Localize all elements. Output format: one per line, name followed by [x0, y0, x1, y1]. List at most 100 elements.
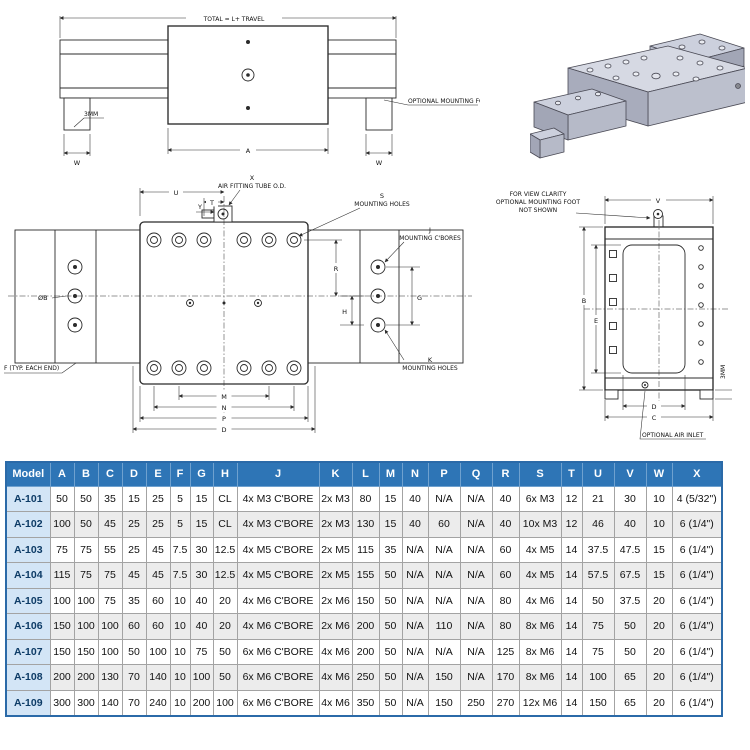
value-cell: 6 (1/4") — [671, 689, 723, 716]
side-view-drawing: TOTAL = L+ TRAVEL 3MM — [59, 12, 480, 167]
value-cell: 6 (1/4") — [671, 511, 723, 538]
value-cell: N/A — [459, 587, 493, 614]
g-dimension: G — [386, 266, 422, 326]
value-cell: 65 — [613, 689, 647, 716]
value-cell: 140 — [97, 689, 123, 716]
value-cell: 46 — [581, 511, 615, 538]
value-cell: 60 — [491, 536, 520, 563]
column-header-l: L — [351, 461, 380, 487]
bottom-dimensions: M N P D — [132, 366, 316, 434]
value-cell: 20 — [645, 664, 673, 691]
value-cell: 21 — [581, 485, 615, 512]
value-cell: 75 — [581, 638, 615, 665]
model-cell: A-102 — [5, 511, 51, 538]
column-header-w: W — [645, 461, 673, 487]
value-cell: 50 — [378, 638, 403, 665]
foot-note-label: OPTIONAL MOUNTING FOOT — [408, 98, 480, 105]
value-cell: 45 — [121, 562, 147, 589]
value-cell: 45 — [145, 562, 171, 589]
value-cell: 100 — [189, 664, 214, 691]
value-cell: CL — [212, 511, 238, 538]
value-cell: 100 — [73, 587, 99, 614]
value-cell: 50 — [613, 638, 647, 665]
value-cell: 12.5 — [212, 536, 238, 563]
value-cell: 15 — [645, 536, 673, 563]
value-cell: 50 — [73, 511, 99, 538]
value-cell: 50 — [49, 485, 75, 512]
value-cell: 4x M5 — [518, 536, 562, 563]
value-cell: 200 — [351, 613, 380, 640]
offset-dim-label: 3MM — [84, 111, 98, 118]
value-cell: 150 — [581, 689, 615, 716]
value-cell: 150 — [427, 689, 461, 716]
value-cell: 80 — [351, 485, 380, 512]
value-cell: 60 — [145, 587, 171, 614]
column-header-n: N — [401, 461, 429, 487]
value-cell: 25 — [121, 511, 147, 538]
value-cell: 100 — [97, 638, 123, 665]
clarity-note-line1: FOR VIEW CLARITY — [510, 191, 567, 198]
value-cell: 50 — [378, 689, 403, 716]
value-cell: 57.5 — [581, 562, 615, 589]
value-cell: 40 — [189, 613, 214, 640]
value-cell: 15 — [645, 562, 673, 589]
value-cell: 47.5 — [613, 536, 647, 563]
value-cell: 6x M6 C'BORE — [236, 638, 320, 665]
value-cell: 100 — [73, 613, 99, 640]
value-cell: 150 — [49, 613, 75, 640]
value-cell: CL — [212, 485, 238, 512]
model-cell: A-108 — [5, 664, 51, 691]
value-cell: 40 — [613, 511, 647, 538]
value-cell: 2x M3 — [318, 485, 353, 512]
value-cell: 115 — [49, 562, 75, 589]
value-cell: 67.5 — [613, 562, 647, 589]
value-cell: 5 — [169, 485, 191, 512]
value-cell: N/A — [427, 485, 461, 512]
value-cell: 100 — [145, 638, 171, 665]
value-cell: 130 — [351, 511, 380, 538]
value-cell: 35 — [121, 587, 147, 614]
value-cell: 200 — [189, 689, 214, 716]
value-cell: 6 (1/4") — [671, 587, 723, 614]
value-cell: N/A — [427, 587, 461, 614]
value-cell: 150 — [351, 587, 380, 614]
value-cell: 75 — [97, 562, 123, 589]
value-cell: 100 — [49, 587, 75, 614]
value-cell: 250 — [459, 689, 493, 716]
value-cell: 25 — [145, 485, 171, 512]
value-cell: 10 — [169, 638, 191, 665]
air-fitting — [201, 205, 233, 223]
value-cell: 14 — [560, 587, 583, 614]
model-cell: A-105 — [5, 587, 51, 614]
w-left-label: W — [74, 159, 81, 167]
value-cell: 170 — [491, 664, 520, 691]
value-cell: 12x M6 — [518, 689, 562, 716]
value-cell: 60 — [121, 613, 147, 640]
model-cell: A-106 — [5, 613, 51, 640]
w-right-label: W — [376, 159, 383, 167]
value-cell: 200 — [351, 638, 380, 665]
carriage-block-side — [167, 25, 329, 125]
value-cell: 15 — [378, 511, 403, 538]
model-cell: A-104 — [5, 562, 51, 589]
value-cell: 10 — [645, 485, 673, 512]
value-cell: 25 — [121, 536, 147, 563]
value-cell: 15 — [189, 485, 214, 512]
p-dim-label: P — [222, 415, 226, 423]
value-cell: 12 — [560, 511, 583, 538]
value-cell: 70 — [121, 664, 147, 691]
value-cell: 155 — [351, 562, 380, 589]
w-dimension-left: W — [63, 134, 91, 167]
j-cbores-note: J MOUNTING C'BORES — [384, 226, 461, 263]
value-cell: 40 — [401, 485, 429, 512]
value-cell: 20 — [645, 587, 673, 614]
value-cell: 12.5 — [212, 562, 238, 589]
value-cell: 10 — [645, 511, 673, 538]
value-cell: 75 — [73, 536, 99, 563]
value-cell: 6x M3 — [518, 485, 562, 512]
value-cell: N/A — [401, 562, 429, 589]
